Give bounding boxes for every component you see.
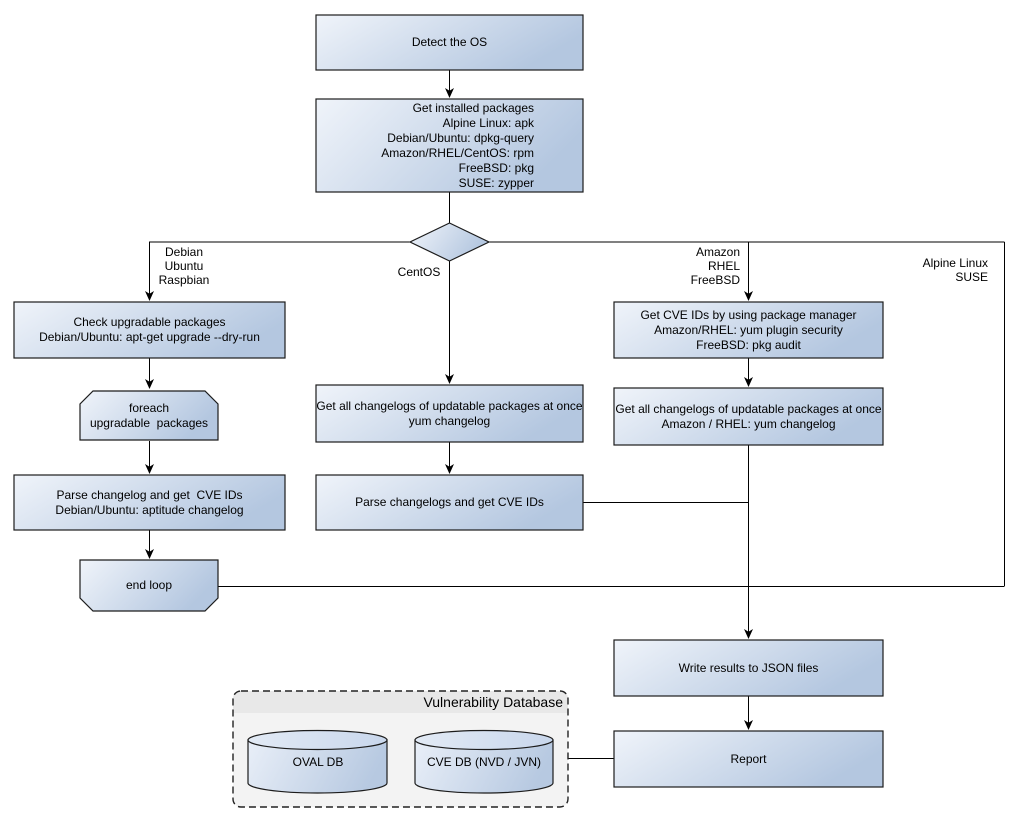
node-check-upgradable-shape <box>13 301 286 359</box>
connectors <box>145 70 1005 759</box>
node-end-loop-shape <box>79 559 219 612</box>
oval-db-cylinder <box>247 729 388 794</box>
node-get-changelogs-amazon-shape <box>613 387 884 446</box>
edge-decision-to-debian <box>145 241 410 301</box>
node-report-shape <box>613 730 884 788</box>
node-parse-changelog-debian-shape <box>13 474 286 531</box>
node-parse-changelogs-centos-shape <box>315 474 584 531</box>
database-container-header <box>233 691 568 713</box>
node-foreach-loop-shape <box>79 390 219 441</box>
node-get-installed-packages-shape <box>315 98 584 193</box>
cve-db-cylinder <box>414 729 554 794</box>
node-get-cve-ids-package-manager-shape <box>613 301 884 359</box>
node-write-results-shape <box>613 639 884 697</box>
oval-db-cylinder-top <box>247 729 388 751</box>
database-container-border <box>232 690 569 808</box>
decision-diamond <box>408 222 491 262</box>
node-get-changelogs-centos-shape <box>315 384 584 443</box>
cve-db-cylinder-top <box>414 729 554 751</box>
node-detect-os-shape <box>315 14 584 71</box>
